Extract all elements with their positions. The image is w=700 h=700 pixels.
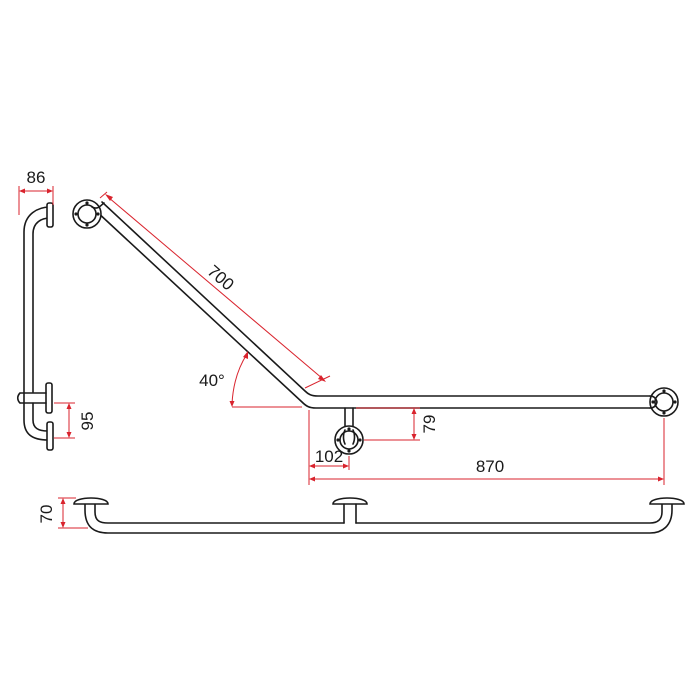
dim-95-arrow-top [66,403,72,409]
top-view-tube [84,503,673,534]
dim-70-arrow-top [60,498,66,504]
dim-70-arrow-bottom [60,522,66,528]
front-view: 700 40° 79 102 870 [72,191,679,485]
side-view-middle-flange [45,382,53,414]
front-view-tube [94,201,651,409]
side-view-top-flange [46,202,54,228]
side-view-bottom-flange [46,421,54,451]
dim-700-extension-bottom [304,375,331,389]
dim-700-arrow-top [105,194,113,201]
dim-870-label: 870 [476,457,504,476]
dim-700-label: 700 [204,261,238,294]
dim-86-label: 86 [27,168,46,187]
angle-arrow-top [243,351,248,359]
front-view-top-flange [72,199,105,229]
dim-79-label: 79 [420,415,439,434]
top-view-middle-flange [332,497,368,505]
dim-86-arrow-right [47,188,53,194]
dim-95-label: 95 [78,412,97,431]
top-view-middle-post [343,503,357,524]
top-view-right-flange [649,497,685,505]
side-view: 86 95 [16,168,97,451]
top-view: 70 [37,497,685,534]
dim-700-extension-top [99,191,108,199]
angle-arrow-bottom [229,401,235,407]
dim-870-arrow-right [658,476,664,482]
front-view-middle-support [334,407,364,455]
dim-102-label: 102 [315,447,343,466]
dim-700-line [107,196,324,380]
angle-label: 40° [199,371,225,390]
top-view-left-flange [73,497,109,505]
dim-102-arrow-left [309,463,315,469]
dim-86-arrow-left [19,188,25,194]
dim-102-arrow-right [343,463,349,469]
dim-70-label: 70 [37,505,56,524]
dim-700-arrow-bottom [318,375,326,382]
dim-95-arrow-bottom [66,432,72,438]
dim-870-arrow-left [309,476,315,482]
angle-arc [231,353,248,405]
dim-79-arrow-bottom [411,434,417,440]
side-view-middle-bracket [16,392,47,404]
dim-79-arrow-top [411,408,417,414]
front-view-right-flange [649,387,679,417]
